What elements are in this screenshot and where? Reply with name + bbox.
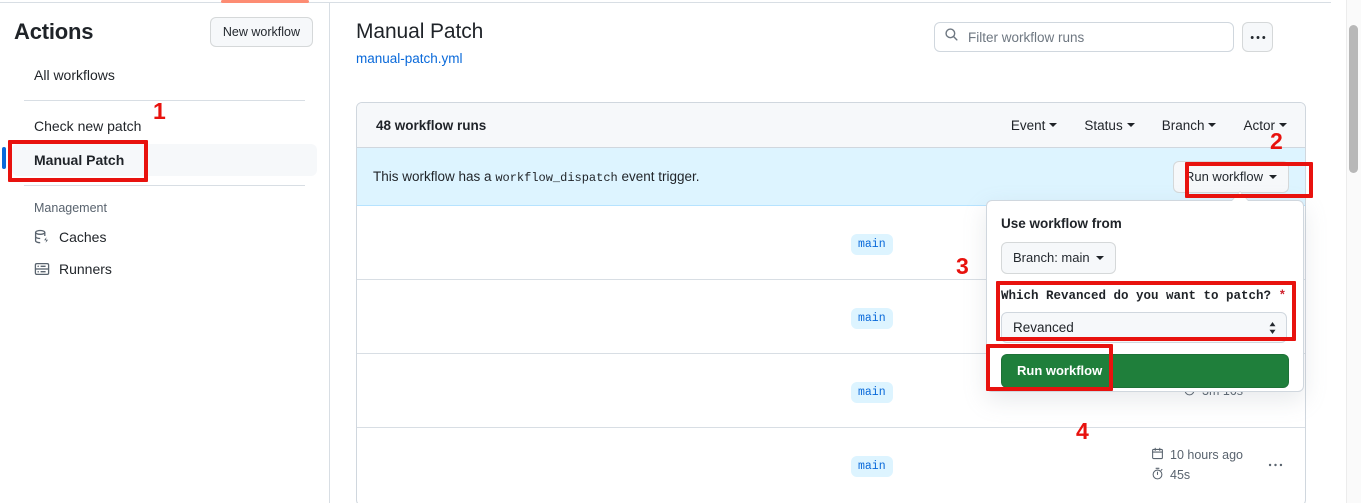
dispatch-event-name: workflow_dispatch xyxy=(495,170,618,185)
sidebar-title: Actions xyxy=(14,19,94,44)
branch-badge[interactable]: main xyxy=(851,308,893,329)
calendar-icon xyxy=(1151,447,1164,463)
sidebar-item-caches[interactable]: Caches xyxy=(12,221,317,253)
page-kebab-button[interactable] xyxy=(1242,22,1273,52)
sidebar-item-label: Manual Patch xyxy=(34,152,125,168)
sidebar-item-check-new-patch[interactable]: Check new patch xyxy=(12,110,317,142)
runs-filters: Event Status Branch Actor xyxy=(1011,118,1287,133)
branch-select-label: Branch: main xyxy=(1013,250,1090,265)
page-scrollbar-thumb[interactable] xyxy=(1349,25,1358,173)
table-row[interactable]: main 10 hours ago xyxy=(357,428,1305,502)
branch-select-button[interactable]: Branch: main xyxy=(1001,242,1116,274)
filter-label: Branch xyxy=(1161,117,1205,133)
filter-label: Event xyxy=(1010,117,1046,133)
sidebar-item-label: All workflows xyxy=(34,67,115,83)
required-marker: * xyxy=(1278,289,1287,303)
dispatch-banner-text: This workflow has a workflow_dispatch ev… xyxy=(373,169,700,185)
runs-count-label: 48 workflow runs xyxy=(376,117,487,133)
table-row[interactable]: main xyxy=(357,206,1305,280)
chevron-down-icon xyxy=(1126,123,1135,127)
dispatch-text-before: This workflow has a xyxy=(373,168,492,184)
stopwatch-icon xyxy=(1151,467,1164,483)
search-input[interactable] xyxy=(966,28,1224,46)
filter-label: Actor xyxy=(1243,117,1275,133)
run-meta: 10 hours ago 45s xyxy=(1151,447,1243,483)
stepper-arrows-icon xyxy=(1268,321,1277,335)
filter-event[interactable]: Event xyxy=(1011,118,1058,133)
chevron-down-icon xyxy=(1279,123,1287,127)
run-timestamp-label: 10 hours ago xyxy=(1170,448,1243,462)
cache-icon xyxy=(34,229,50,245)
revanced-select-value: Revanced xyxy=(1013,320,1074,335)
search-icon xyxy=(944,27,959,47)
search-box[interactable] xyxy=(934,22,1234,52)
active-tab-indicator xyxy=(221,0,309,3)
search-area xyxy=(934,22,1273,52)
workflow-file-link[interactable]: manual-patch.yml xyxy=(356,51,463,66)
branch-badge[interactable]: main xyxy=(851,382,893,403)
filter-branch[interactable]: Branch xyxy=(1162,118,1217,133)
run-timestamp: 10 hours ago xyxy=(1151,447,1243,463)
chevron-down-icon xyxy=(1208,123,1217,127)
revanced-select[interactable]: Revanced xyxy=(1001,312,1287,343)
sidebar-section-management: Management xyxy=(34,201,107,215)
submit-run-workflow-button[interactable]: Run workflow xyxy=(1001,354,1289,388)
chevron-down-icon xyxy=(1095,256,1104,260)
sidebar-item-manual-patch[interactable]: Manual Patch xyxy=(2,144,317,176)
chevron-down-icon xyxy=(1049,123,1058,127)
sidebar-workflow-list: All workflows Check new patch Manual Pat… xyxy=(0,59,329,285)
server-icon xyxy=(34,261,50,277)
workflow-dispatch-banner: This workflow has a workflow_dispatch ev… xyxy=(357,148,1305,206)
run-workflow-dropdown-panel: Use workflow from Branch: main Which Rev… xyxy=(986,200,1304,392)
filter-status[interactable]: Status xyxy=(1084,117,1135,133)
use-workflow-from-label: Use workflow from xyxy=(1001,216,1122,231)
main-header: Manual Patch manual-patch.yml xyxy=(331,3,1331,69)
dispatch-text-after: event trigger. xyxy=(621,168,700,184)
run-duration: 45s xyxy=(1151,467,1243,483)
sidebar-divider-2 xyxy=(24,185,305,186)
runs-toolbar: 48 workflow runs Event Status Branch xyxy=(357,103,1305,148)
sidebar-item-label: Runners xyxy=(59,261,112,277)
dropdown-panel-body: Use workflow from Branch: main Which Rev… xyxy=(987,201,1303,388)
sidebar-item-runners[interactable]: Runners xyxy=(12,253,317,285)
run-workflow-button-label: Run workflow xyxy=(1184,168,1263,184)
page-title: Manual Patch xyxy=(356,20,484,43)
branch-badge[interactable]: main xyxy=(851,456,893,477)
sidebar-divider-1 xyxy=(24,100,305,101)
top-divider xyxy=(0,2,1331,3)
run-duration-label: 45s xyxy=(1170,468,1191,482)
workflow-input-label: Which Revanced do you want to patch? * xyxy=(1001,287,1289,305)
filter-label: Status xyxy=(1084,117,1123,133)
run-workflow-dropdown-button[interactable]: Run workflow xyxy=(1172,160,1289,193)
sidebar-item-label: Check new patch xyxy=(34,118,142,134)
sidebar: Actions New workflow All workflows Check… xyxy=(0,3,330,503)
new-workflow-button[interactable]: New workflow xyxy=(209,17,313,47)
sidebar-header: Actions New workflow xyxy=(0,3,329,57)
sidebar-item-all-workflows[interactable]: All workflows xyxy=(12,59,317,91)
workflow-input-label-text: Which Revanced do you want to patch? xyxy=(1001,289,1272,303)
chevron-down-icon xyxy=(1269,174,1277,179)
filter-actor[interactable]: Actor xyxy=(1243,118,1287,133)
table-row[interactable]: main xyxy=(357,280,1305,354)
branch-badge[interactable]: main xyxy=(851,234,893,255)
row-kebab-button[interactable] xyxy=(1268,463,1283,468)
sidebar-item-label: Caches xyxy=(59,229,107,245)
